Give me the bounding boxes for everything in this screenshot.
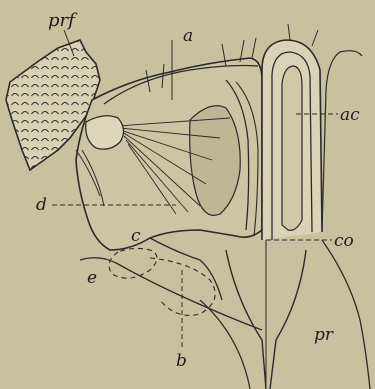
v-structure-left	[226, 250, 266, 389]
label-d: d	[36, 197, 47, 214]
label-pr: pr	[314, 327, 333, 344]
lower-contour-c	[150, 238, 222, 300]
v-structure-right	[270, 250, 306, 389]
label-prf: prf	[48, 12, 75, 30]
fold-structure	[86, 116, 124, 149]
label-e: e	[87, 270, 97, 287]
loop-core	[282, 66, 302, 230]
v-structure-outer-right	[322, 240, 370, 389]
label-a: a	[183, 28, 193, 45]
label-co: co	[334, 233, 354, 250]
label-ac: ac	[340, 107, 360, 124]
lower-contour-outer	[80, 258, 262, 330]
loop-outermost	[322, 51, 362, 232]
label-b: b	[176, 353, 187, 370]
v-structure-outer-left	[200, 300, 250, 389]
label-c: c	[131, 228, 141, 245]
